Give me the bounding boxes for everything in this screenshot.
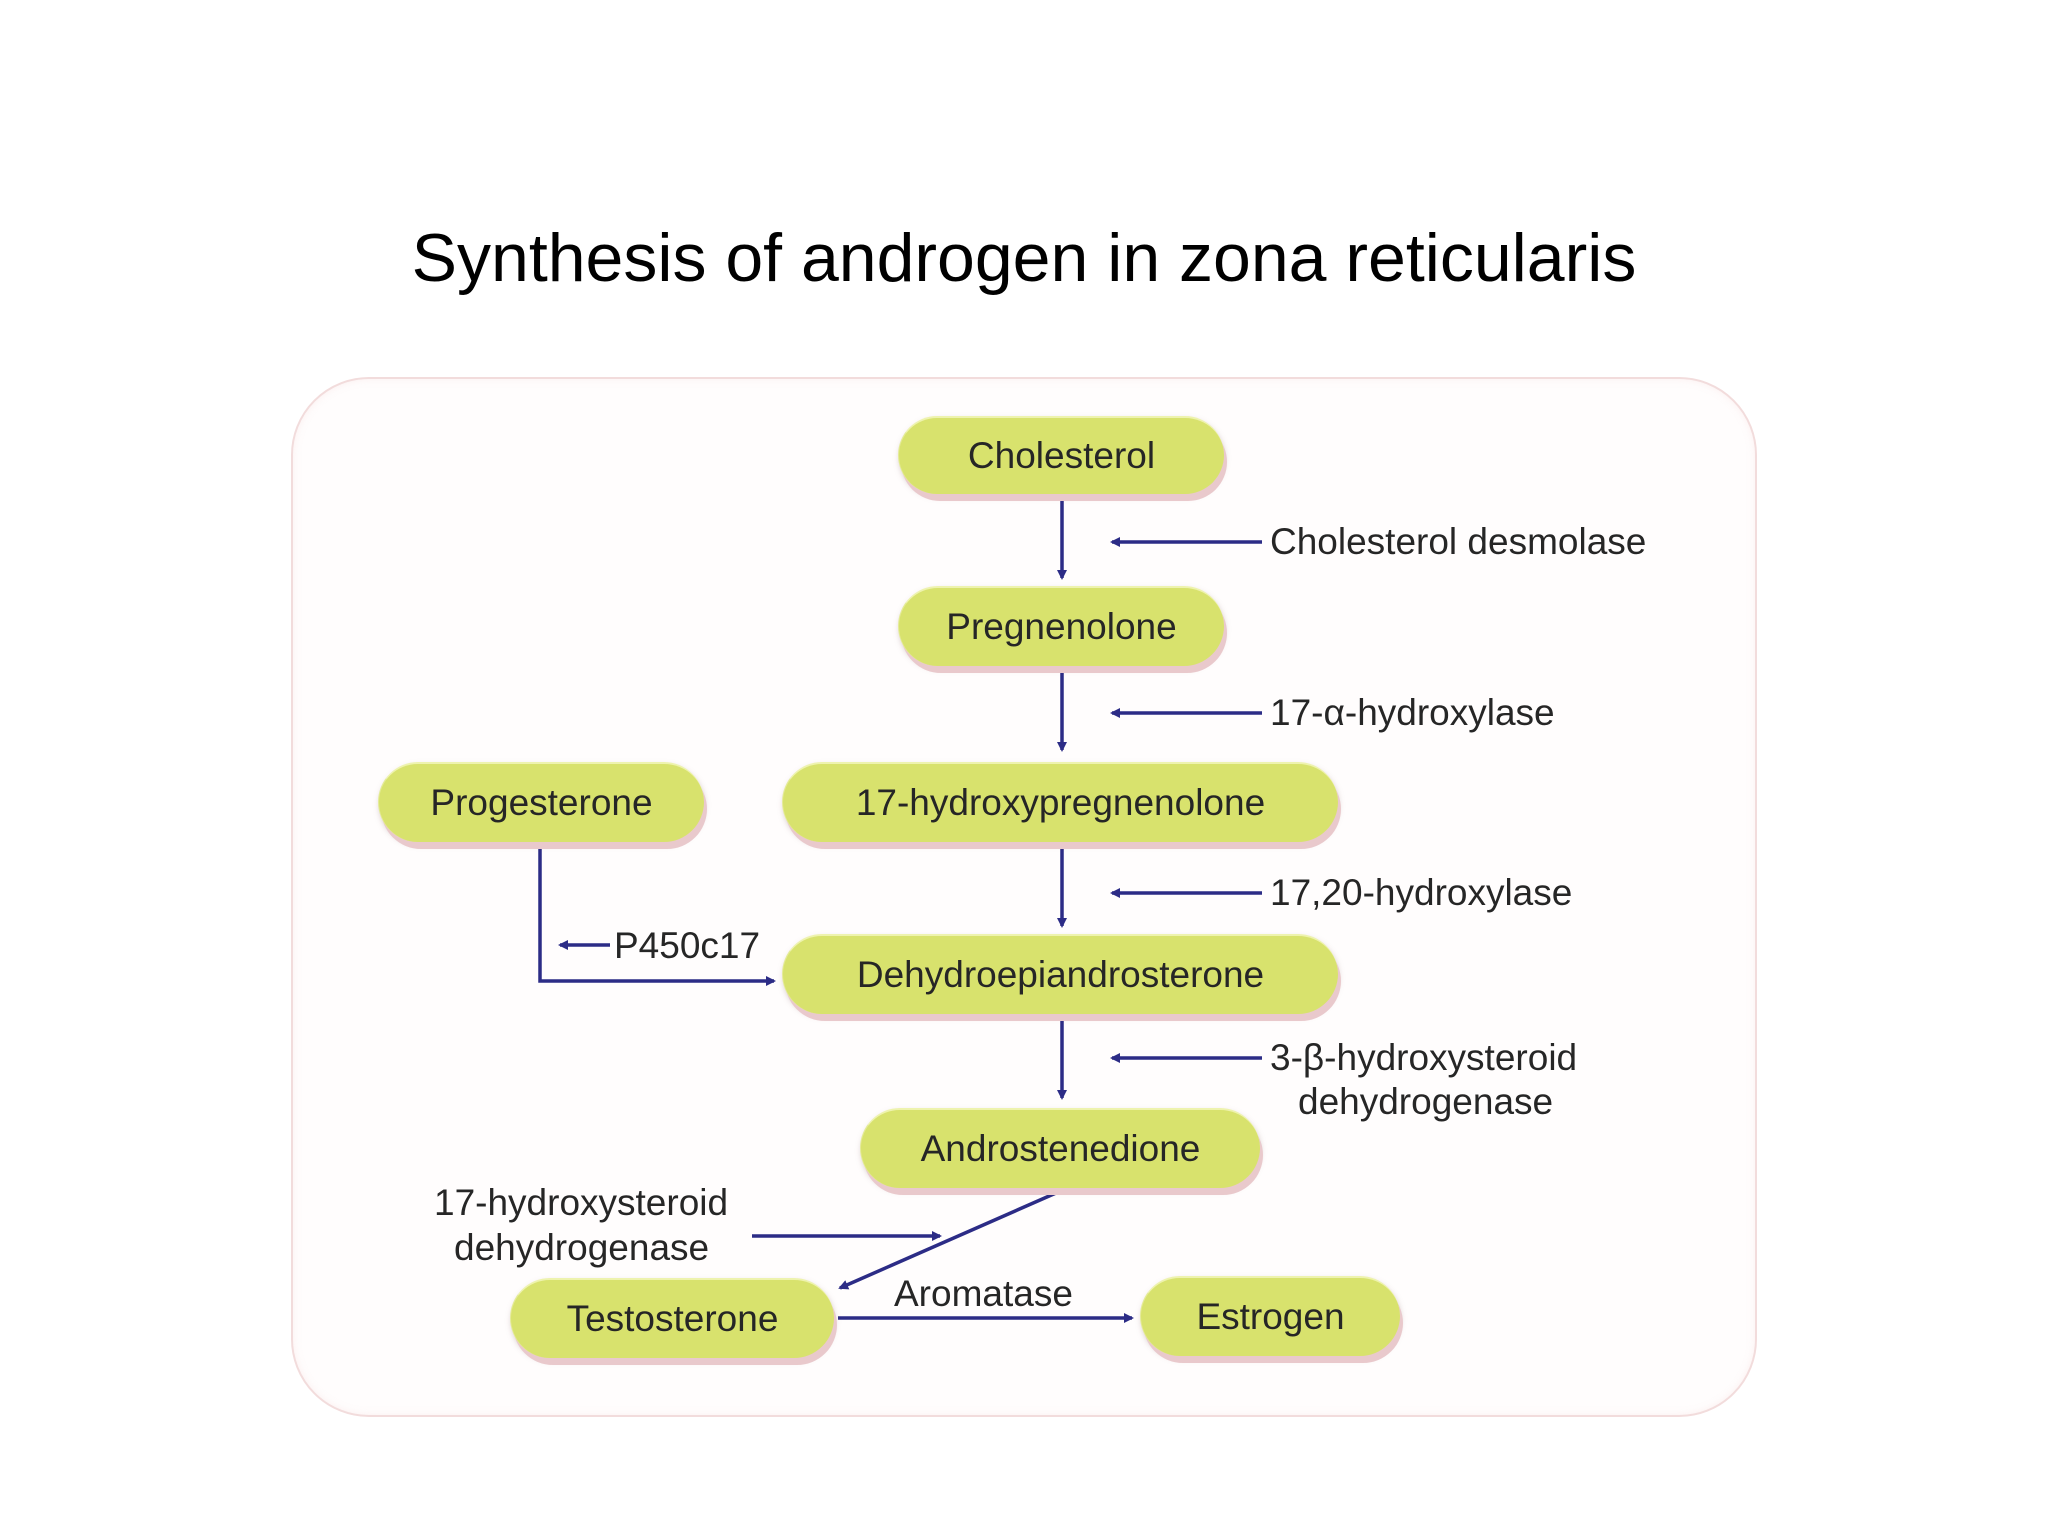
enzyme-17-hsd-line1: 17-hydroxysteroid <box>434 1182 729 1223</box>
node-17-hydroxypregnenolone: 17-hydroxypregnenolone <box>782 762 1338 842</box>
slide-title: Synthesis of androgen in zona reticulari… <box>411 220 1637 296</box>
node-pregnenolone: Pregnenolone <box>898 586 1224 666</box>
enzyme-3-beta-hsd-line1: 3-β-hydroxysteroid <box>1270 1037 1578 1078</box>
enzyme-17-alpha-hydroxylase: 17-α-hydroxylase <box>1270 692 1555 733</box>
node-cholesterol: Cholesterol <box>898 416 1224 494</box>
node-progesterone: Progesterone <box>378 762 704 842</box>
node-dehydroepiandrosterone: Dehydroepiandrosterone <box>782 934 1338 1014</box>
enzyme-3-beta-hsd-line2: dehydrogenase <box>1298 1081 1554 1122</box>
enzyme-p450c17: P450c17 <box>614 925 761 966</box>
enzyme-cholesterol-desmolase: Cholesterol desmolase <box>1270 521 1647 562</box>
node-estrogen: Estrogen <box>1140 1276 1400 1356</box>
enzyme-17-hsd-line2: dehydrogenase <box>454 1227 710 1268</box>
enzyme-17-20-hydroxylase: 17,20-hydroxylase <box>1270 872 1573 913</box>
enzyme-aromatase: Aromatase <box>894 1273 1073 1314</box>
node-androstenedione: Androstenedione <box>860 1108 1260 1188</box>
node-testosterone: Testosterone <box>510 1278 834 1358</box>
